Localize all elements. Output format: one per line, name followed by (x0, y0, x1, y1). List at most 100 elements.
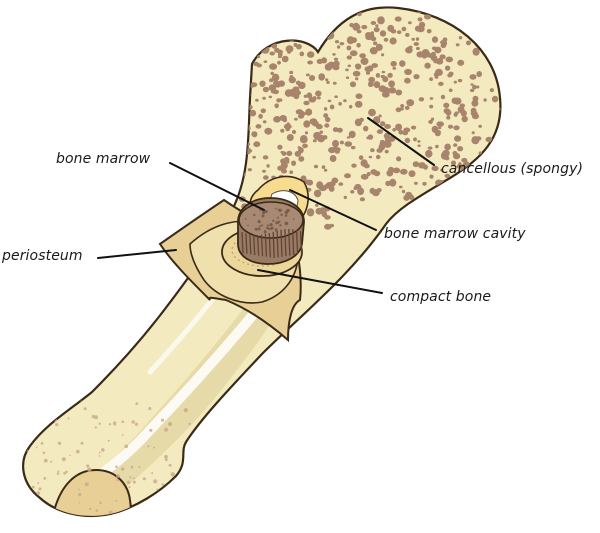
spongy-dot (277, 144, 283, 150)
spongy-dot (353, 24, 361, 31)
spongy-dot (332, 127, 339, 133)
distal-spongy-dot (170, 495, 175, 500)
distal-spongy-dot (157, 506, 161, 511)
marrow-texture-dot (247, 224, 249, 227)
spongy-dot (413, 42, 419, 46)
spongy-dot (430, 117, 435, 121)
spongy-dot (286, 150, 293, 157)
spongy-dot (424, 62, 431, 69)
spongy-dot (322, 9, 329, 17)
spongy-dot (373, 41, 378, 46)
distal-spongy-dot (57, 408, 61, 412)
spongy-dot (365, 32, 372, 38)
distal-spongy-dot (84, 482, 89, 487)
spongy-dot (470, 83, 474, 86)
distal-spongy-dot (35, 446, 38, 449)
spongy-dot (417, 140, 421, 143)
distal-spongy-dot (134, 422, 139, 426)
spongy-dot (263, 60, 268, 63)
spongy-dot (375, 43, 383, 51)
spongy-dot (422, 49, 430, 55)
label-cancellous: cancellous (spongy) (441, 161, 584, 177)
spongy-dot (337, 127, 343, 133)
spongy-dot (499, 107, 501, 112)
spongy-dot (440, 94, 446, 100)
spongy-dot (382, 87, 390, 95)
spongy-dot (347, 64, 351, 68)
spongy-dot (324, 18, 333, 25)
spongy-dot (457, 78, 463, 83)
distal-spongy-dot (101, 448, 105, 452)
spongy-dot (298, 33, 303, 38)
spongy-dot (369, 187, 376, 194)
spongy-dot (404, 77, 411, 84)
spongy-dot (438, 81, 444, 86)
spongy-dot (327, 61, 336, 69)
spongy-dot (371, 63, 379, 68)
spongy-dot (489, 88, 494, 93)
marrow-texture-dot (284, 214, 288, 217)
distal-spongy-dot (99, 501, 102, 505)
distal-spongy-dot (31, 485, 35, 489)
spongy-dot (346, 55, 352, 60)
distal-spongy-dot (98, 422, 102, 425)
spongy-dot (405, 46, 413, 54)
spongy-dot (472, 47, 480, 56)
spongy-dot (389, 37, 397, 45)
spongy-dot (328, 185, 335, 192)
spongy-dot (243, 51, 252, 60)
distal-spongy-dot (43, 458, 48, 463)
spongy-dot (398, 130, 404, 135)
spongy-dot (262, 169, 266, 173)
spongy-dot (277, 165, 284, 171)
distal-spongy-dot (67, 417, 70, 420)
spongy-dot (366, 65, 374, 72)
distal-spongy-dot (23, 494, 25, 497)
spongy-dot (469, 74, 477, 80)
distal-spongy-dot (50, 460, 53, 463)
spongy-dot (375, 24, 379, 27)
marrow-ridge (249, 234, 252, 255)
spongy-dot (343, 10, 347, 13)
spongy-dot (294, 150, 302, 157)
distal-spongy-dot (80, 441, 84, 445)
spongy-dot (280, 128, 285, 133)
spongy-dot (324, 215, 331, 220)
marrow-ridge (272, 231, 275, 259)
spongy-dot (383, 132, 390, 140)
spongy-dot (431, 46, 437, 51)
distal-spongy-dot (153, 479, 158, 484)
spongy-dot (449, 19, 453, 23)
spongy-dot (250, 41, 257, 46)
marrow-texture-dot (280, 213, 283, 216)
spongy-dot (274, 103, 280, 109)
distal-spongy-dot (120, 467, 125, 471)
spongy-dot (444, 143, 451, 151)
spongy-dot (332, 81, 337, 85)
spongy-dot (289, 70, 294, 75)
spongy-dot (305, 73, 310, 77)
spongy-dot (444, 108, 451, 114)
marrow-ridge (268, 232, 271, 258)
spongy-dot (447, 180, 454, 186)
spongy-dot (277, 55, 282, 59)
spongy-dot (321, 21, 329, 29)
marrow-ridge (256, 234, 260, 256)
spongy-dot (411, 37, 415, 41)
spongy-dot (251, 131, 256, 136)
spongy-dot (324, 123, 330, 128)
spongy-dot (476, 85, 480, 89)
spongy-dot (352, 70, 361, 77)
spongy-dot (346, 45, 352, 51)
spongy-dot (349, 22, 354, 28)
spongy-dot (496, 183, 501, 187)
spongy-dot (445, 156, 450, 161)
spongy-dot (304, 27, 313, 35)
spongy-dot (453, 112, 458, 117)
spongy-dot (237, 111, 244, 118)
spongy-dot (312, 139, 317, 143)
spongy-dot (355, 77, 359, 81)
spongy-dot (354, 118, 362, 127)
distal-spongy-dot (188, 422, 191, 426)
